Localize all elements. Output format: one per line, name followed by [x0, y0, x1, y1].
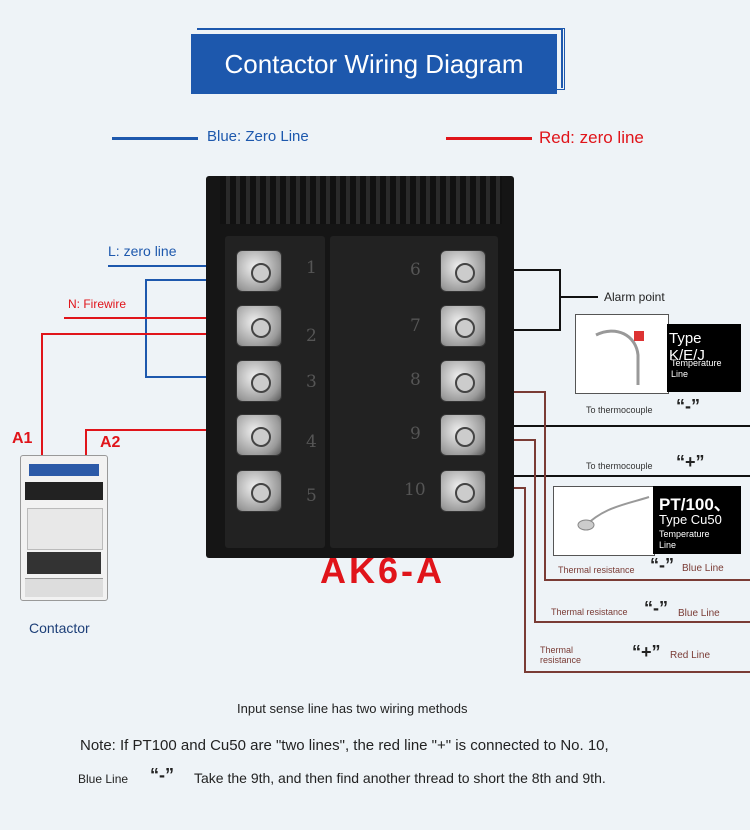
- tc-minus-symbol: “-”: [676, 396, 700, 416]
- resistance-sub: Temperature Line: [659, 529, 710, 550]
- rt-row3-symbol: “+”: [632, 642, 661, 662]
- rt-row1-symbol: “-”: [650, 555, 674, 575]
- wire-red-a1: [41, 333, 246, 458]
- legend-red-label: Red: zero line: [539, 128, 644, 147]
- n-fire-label: N: Firewire: [68, 297, 127, 311]
- wire-red-a2: [85, 429, 246, 458]
- rt-row3-label: Thermal resistance: [540, 645, 582, 665]
- resistance-probe-icon: [577, 496, 650, 531]
- page-title: Contactor Wiring Diagram: [224, 49, 524, 79]
- note-line-2-text: Take the 9th, and then find another thre…: [194, 770, 606, 786]
- terminal-number-6: 6: [410, 260, 421, 280]
- terminal-number-3: 3: [306, 372, 317, 392]
- terminal-number-1: 1: [306, 258, 317, 278]
- terminal-screw-2: [236, 305, 282, 347]
- methods-note: Input sense line has two wiring methods: [237, 701, 468, 716]
- rt-row2-label: Thermal resistance: [551, 607, 628, 617]
- rt-row2-symbol: “-”: [644, 598, 668, 618]
- wire-alarm: [480, 269, 561, 331]
- note-line-1: Note: If PT100 and Cu50 are "two lines",…: [80, 737, 609, 754]
- terminal-screw-3: [236, 360, 282, 402]
- legend-blue-swatch: [112, 137, 198, 140]
- thermocouple-type: Type K/E/J: [669, 330, 705, 364]
- thermocouple-probe-icon: [595, 329, 644, 385]
- terminal-number-4: 4: [306, 432, 317, 452]
- terminal-number-8: 8: [410, 370, 421, 390]
- terminal-screw-7: [440, 305, 486, 347]
- legend-red-swatch: [446, 137, 532, 140]
- rt-row1-line: Blue Line: [682, 563, 724, 574]
- rt-row2-line: Blue Line: [678, 608, 720, 619]
- resistance-title-1: PT/100、: [659, 495, 731, 514]
- a1-label: A1: [12, 430, 33, 447]
- l-zero-label: L: zero line: [108, 243, 177, 259]
- terminal-screw-4: [236, 414, 282, 456]
- tc-plus-label: To thermocouple: [586, 461, 653, 471]
- resistance-image: [553, 486, 655, 556]
- terminal-screw-1: [236, 250, 282, 292]
- terminal-number-2: 2: [306, 326, 317, 346]
- a2-label: A2: [100, 434, 121, 451]
- legend-blue-label: Blue: Zero Line: [207, 128, 309, 145]
- title-banner: [191, 34, 557, 94]
- terminal-number-10: 10: [404, 480, 426, 500]
- contactor-body: [20, 455, 108, 601]
- rt-row3-line: Red Line: [670, 650, 711, 661]
- terminal-number-9: 9: [410, 424, 421, 444]
- terminal-screw-8: [440, 360, 486, 402]
- terminal-screw-10: [440, 470, 486, 512]
- terminal-screw-5: [236, 470, 282, 512]
- terminal-screw-6: [440, 250, 486, 292]
- note-line-2-prefix: Blue Line: [78, 772, 129, 786]
- terminal-screw-9: [440, 414, 486, 456]
- terminal-number-7: 7: [410, 316, 421, 336]
- resistance-panel: PT/100、 Type Cu50 Temperature Line: [653, 486, 741, 554]
- thermocouple-panel: Type K/E/J Temperature Line: [667, 324, 741, 392]
- device-vent: [220, 176, 502, 224]
- wire-blue-loop: [145, 279, 246, 378]
- terminal-number-5: 5: [306, 486, 317, 506]
- thermocouple-sub: Temperature Line: [671, 358, 722, 379]
- model-label: AK6-A: [320, 550, 446, 591]
- tc-plus-symbol: “+”: [676, 452, 705, 472]
- thermocouple-image: [575, 314, 669, 394]
- contactor-label: Contactor: [29, 620, 90, 636]
- note-line-2-symbol: “-”: [150, 765, 174, 785]
- alarm-point-label: Alarm point: [604, 290, 665, 304]
- rt-row1-label: Thermal resistance: [558, 565, 635, 575]
- tc-minus-label: To thermocouple: [586, 405, 653, 415]
- resistance-title-2: Type Cu50: [659, 512, 722, 527]
